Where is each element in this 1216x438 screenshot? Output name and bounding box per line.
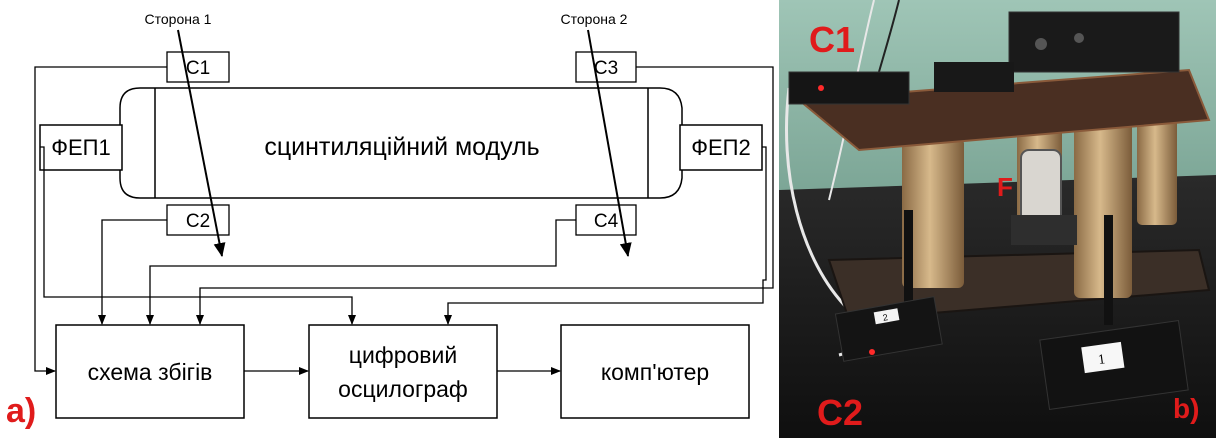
- photo-c1-label: C1: [809, 19, 855, 60]
- counter-c2-label: C2: [186, 211, 210, 232]
- photo-f-label: F: [997, 172, 1013, 202]
- counter-c1-device: [789, 72, 909, 104]
- setup-photo: 2 1 C1 F C2 b): [779, 0, 1216, 438]
- coincidence-box-label: схема збігів: [88, 359, 213, 385]
- photo-c2-label: C2: [817, 392, 863, 433]
- wire-c2-to-coincidence: [102, 220, 167, 324]
- top-counter-box: [1009, 12, 1179, 72]
- support-cylinder: [1074, 120, 1132, 298]
- counter-c3-label: C3: [594, 58, 618, 79]
- oscilloscope-label-line1: цифровий: [349, 342, 457, 368]
- side-1-label: Сторона 1: [145, 11, 212, 27]
- oscilloscope-box: [309, 325, 497, 418]
- counter-c4-label: C4: [594, 211, 619, 232]
- side-2-label: Сторона 2: [561, 11, 628, 27]
- scintillation-module-label: сцинтиляційний модуль: [264, 133, 539, 161]
- oscilloscope-label-line2: осцилограф: [338, 376, 468, 402]
- panel-b-label: b): [1173, 393, 1199, 424]
- pmt-2-label: ФЕП2: [691, 135, 750, 160]
- panel-a-label: a): [6, 392, 36, 430]
- pmt-1-label: ФЕП1: [51, 135, 110, 160]
- counter-c1-label: C1: [186, 58, 210, 79]
- computer-box-label: комп'ютер: [601, 359, 709, 385]
- block-diagram: сцинтиляційний модуль ФЕП1 ФЕП2 C1 C3 C2…: [0, 0, 779, 438]
